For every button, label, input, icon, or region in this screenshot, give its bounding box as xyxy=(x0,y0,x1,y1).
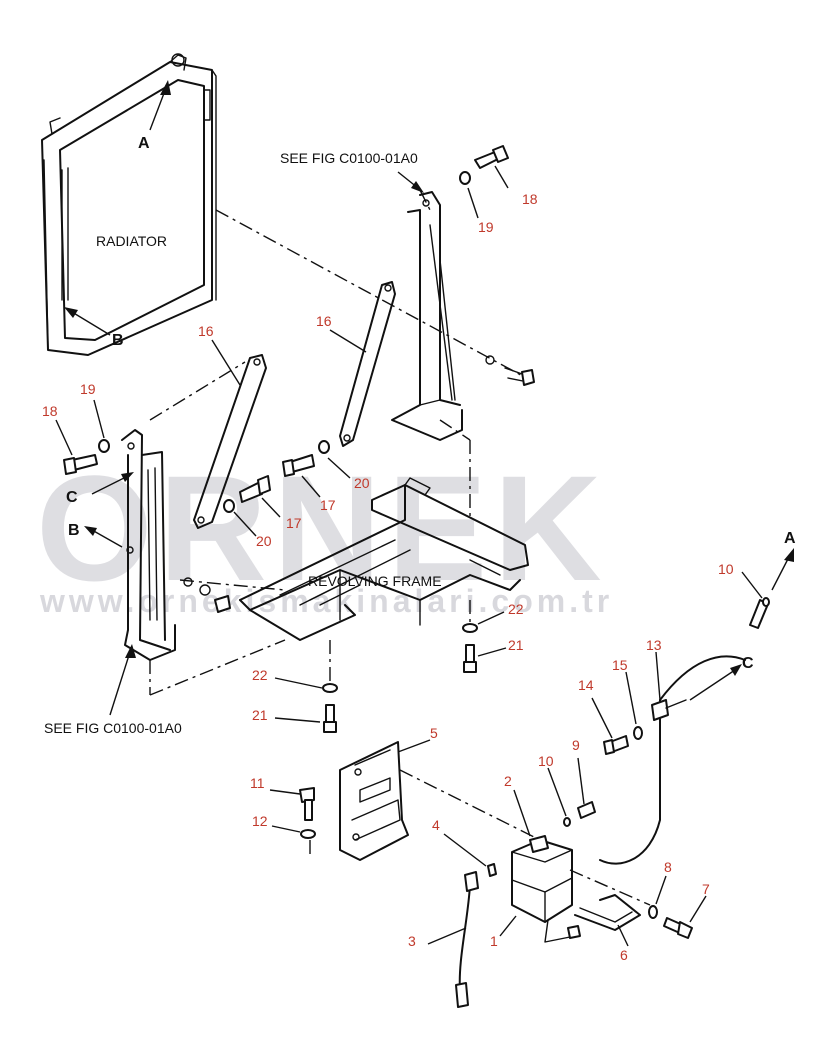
bolt-7 xyxy=(663,917,693,939)
callout-5: 5 xyxy=(430,725,438,741)
watermark-url: www.ornekismakinalari.com.tr xyxy=(39,583,613,619)
callout-18-left: 18 xyxy=(42,403,58,419)
callout-19-left: 19 xyxy=(80,381,96,397)
view-letter-b-left: B xyxy=(68,522,80,539)
callout-10-lower: 10 xyxy=(538,753,554,769)
callout-11: 11 xyxy=(250,775,265,791)
bolt-18-top xyxy=(459,145,509,185)
callout-6: 6 xyxy=(620,947,628,963)
radiator: RADIATOR xyxy=(41,53,217,356)
callout-9: 9 xyxy=(572,737,580,753)
strap-6 xyxy=(574,894,641,931)
view-letter-a-top: A xyxy=(138,135,150,152)
washer-12 xyxy=(300,829,316,839)
hose-upper xyxy=(563,597,770,865)
revolving-frame: REVOLVING FRAME xyxy=(239,477,529,641)
view-letter-b-top: B xyxy=(112,332,124,349)
callout-14: 14 xyxy=(578,677,594,693)
bolt-18-left xyxy=(63,439,110,475)
callout-15: 15 xyxy=(612,657,628,673)
view-arrow-c-right: C xyxy=(689,655,754,701)
callout-21-lower: 21 xyxy=(252,707,268,723)
callout-19-top: 19 xyxy=(478,219,494,235)
callout-22-upper: 22 xyxy=(508,601,524,617)
watermark: ORNEK www.ornekismakinalari.com.tr xyxy=(36,444,613,619)
see-fig-label-bottom: SEE FIG C0100-01A0 xyxy=(44,720,182,736)
hose-3 xyxy=(455,871,479,1008)
watermark-brand: ORNEK xyxy=(36,444,608,612)
callout-22-lower: 22 xyxy=(252,667,268,683)
frame-spacers-left xyxy=(183,577,231,613)
washer-15 xyxy=(633,726,643,740)
view-letter-c-right: C xyxy=(742,655,754,672)
callout-numbers: 18 19 16 16 18 19 20 17 20 17 22 21 22 2… xyxy=(42,191,734,963)
clip-13 xyxy=(651,699,687,721)
view-arrow-a-top: A xyxy=(138,80,171,152)
callout-17-left: 17 xyxy=(286,515,302,531)
link-16-left xyxy=(193,354,267,529)
callout-16-right: 16 xyxy=(316,313,332,329)
link-16-right xyxy=(339,281,396,447)
callout-17-right: 17 xyxy=(320,497,336,513)
callout-16-left: 16 xyxy=(198,323,214,339)
callout-12: 12 xyxy=(252,813,268,829)
tank-bracket-5 xyxy=(339,741,409,861)
revolving-frame-label: REVOLVING FRAME xyxy=(308,573,442,589)
bolt-21-upper xyxy=(462,623,478,673)
frame-spacers-right xyxy=(485,355,535,386)
callout-2: 2 xyxy=(504,773,512,789)
reservoir-tank xyxy=(511,835,581,943)
callout-3: 3 xyxy=(408,933,416,949)
callout-20-right: 20 xyxy=(354,475,370,491)
view-arrow-c-left: C xyxy=(66,472,134,506)
view-letter-c-left: C xyxy=(66,489,78,506)
callout-4: 4 xyxy=(432,817,440,833)
left-upright-bracket xyxy=(121,429,176,661)
bolt-11 xyxy=(299,787,315,821)
fitting-4 xyxy=(487,863,497,877)
bolt-17-b xyxy=(223,475,271,513)
callout-20-left: 20 xyxy=(256,533,272,549)
bolt-17-a xyxy=(282,440,330,477)
callout-13: 13 xyxy=(646,637,662,653)
callout-8: 8 xyxy=(664,859,672,875)
washer-8 xyxy=(648,905,658,919)
see-fig-label-top: SEE FIG C0100-01A0 xyxy=(280,150,418,166)
right-upright-bracket: SEE FIG C0100-01A0 xyxy=(280,150,463,441)
callout-18-top: 18 xyxy=(522,191,538,207)
bolt-14 xyxy=(603,735,629,755)
view-arrow-b-top: B xyxy=(64,307,124,349)
callout-1: 1 xyxy=(490,933,498,949)
callout-10-upper: 10 xyxy=(718,561,734,577)
bolt-21-lower xyxy=(322,683,338,733)
view-arrow-b-left: B xyxy=(68,522,123,548)
callout-7: 7 xyxy=(702,881,710,897)
callout-leaders xyxy=(55,165,763,947)
view-letter-a-right: A xyxy=(784,530,796,547)
view-arrow-a-right: A xyxy=(771,530,796,591)
assembly-centerlines xyxy=(149,189,651,906)
radiator-label: RADIATOR xyxy=(96,233,167,249)
callout-21-upper: 21 xyxy=(508,637,524,653)
see-fig-arrow-bottom: SEE FIG C0100-01A0 xyxy=(44,644,182,736)
